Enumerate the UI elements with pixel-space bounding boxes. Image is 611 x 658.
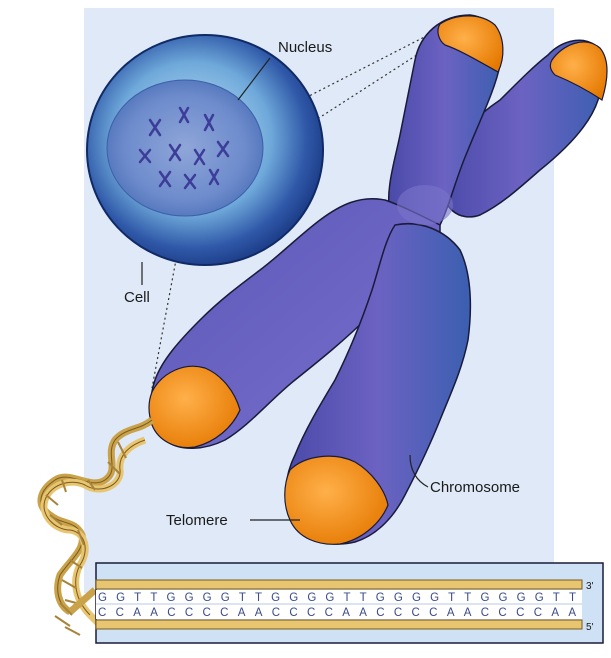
strand-bottom-bar — [96, 620, 582, 629]
label-nucleus: Nucleus — [278, 39, 332, 56]
end-label-top: 3' — [586, 581, 594, 592]
label-cell: Cell — [124, 289, 150, 306]
strand-top-bar — [96, 580, 582, 589]
label-telomere: Telomere — [166, 512, 228, 529]
label-chromosome: Chromosome — [430, 479, 520, 496]
sequence-box: GGTTGGGGTTGGGGTTGGGGTTGGGGTT CCAACCCCAAC… — [96, 563, 603, 643]
end-label-bottom: 5' — [586, 622, 594, 633]
